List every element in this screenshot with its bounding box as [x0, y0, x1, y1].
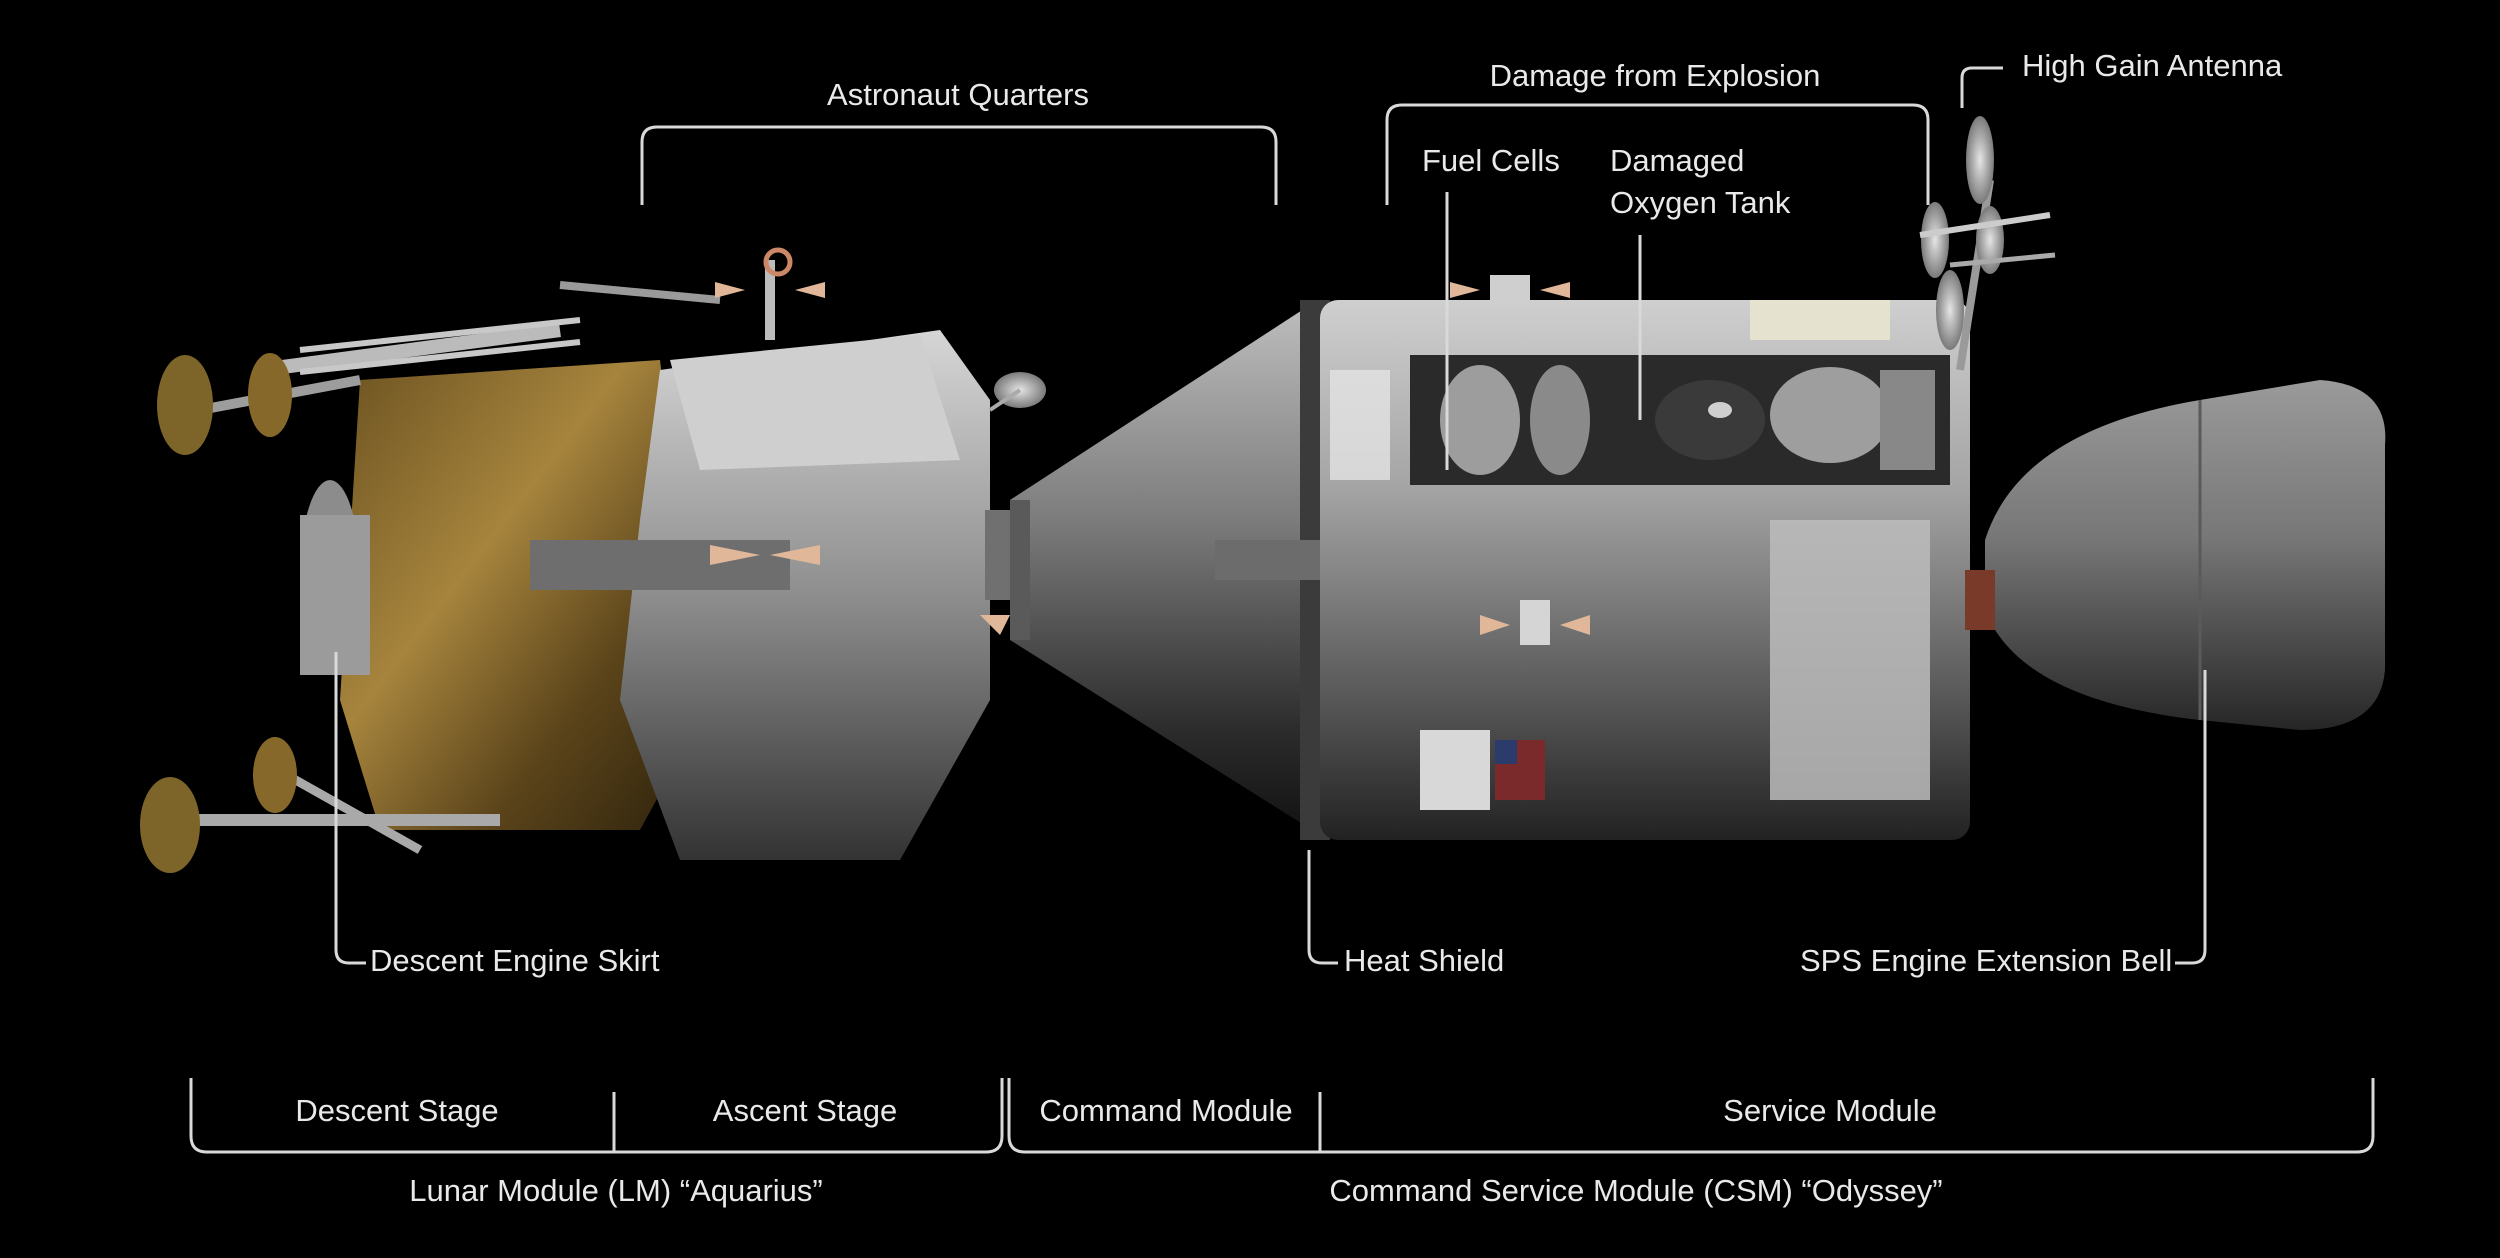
lunar-module	[140, 247, 1046, 873]
callout-lines	[189, 66, 2375, 1154]
high-gain-antenna-leader	[1960, 66, 2003, 108]
astronaut-quarters-bracket	[640, 125, 1278, 205]
lm-section-bracket	[189, 1078, 1004, 1154]
damaged-oxygen-tank-line1: Damaged	[1610, 143, 1745, 178]
sps-engine-bell	[1965, 380, 2386, 730]
sps-bell-leader	[2175, 670, 2207, 965]
heat-shield-label: Heat Shield	[1344, 943, 1505, 978]
damage-from-explosion-label: Damage from Explosion	[1489, 58, 1821, 93]
astronaut-quarters-label: Astronaut Quarters	[827, 77, 1089, 112]
damaged-oxygen-tank-line2: Oxygen Tank	[1610, 184, 1791, 220]
fuel-cells-label: Fuel Cells	[1422, 143, 1560, 178]
ascent-stage-label: Ascent Stage	[712, 1093, 898, 1128]
command-module	[1010, 300, 1365, 840]
csm-label: Command Service Module (CSM) “Odyssey”	[1329, 1173, 1943, 1208]
high-gain-antenna-label: High Gain Antenna	[2022, 48, 2283, 83]
heat-shield-leader	[1307, 850, 1338, 965]
service-module	[1320, 275, 1970, 840]
damage-bracket	[1385, 103, 1930, 205]
descent-engine-skirt-label: Descent Engine Skirt	[370, 943, 660, 978]
descent-stage-label: Descent Stage	[295, 1093, 499, 1128]
lunar-module-label: Lunar Module (LM) “Aquarius”	[409, 1173, 823, 1208]
descent-skirt-leader	[334, 652, 366, 965]
command-module-label: Command Module	[1039, 1093, 1293, 1128]
service-module-label: Service Module	[1723, 1093, 1937, 1128]
damaged-oxygen-tank-label: Damaged Oxygen Tank	[1610, 140, 1790, 224]
high-gain-antenna	[1919, 116, 2056, 371]
sps-engine-extension-bell-label: SPS Engine Extension Bell	[1800, 943, 2173, 978]
csm-section-bracket	[1007, 1078, 2375, 1154]
